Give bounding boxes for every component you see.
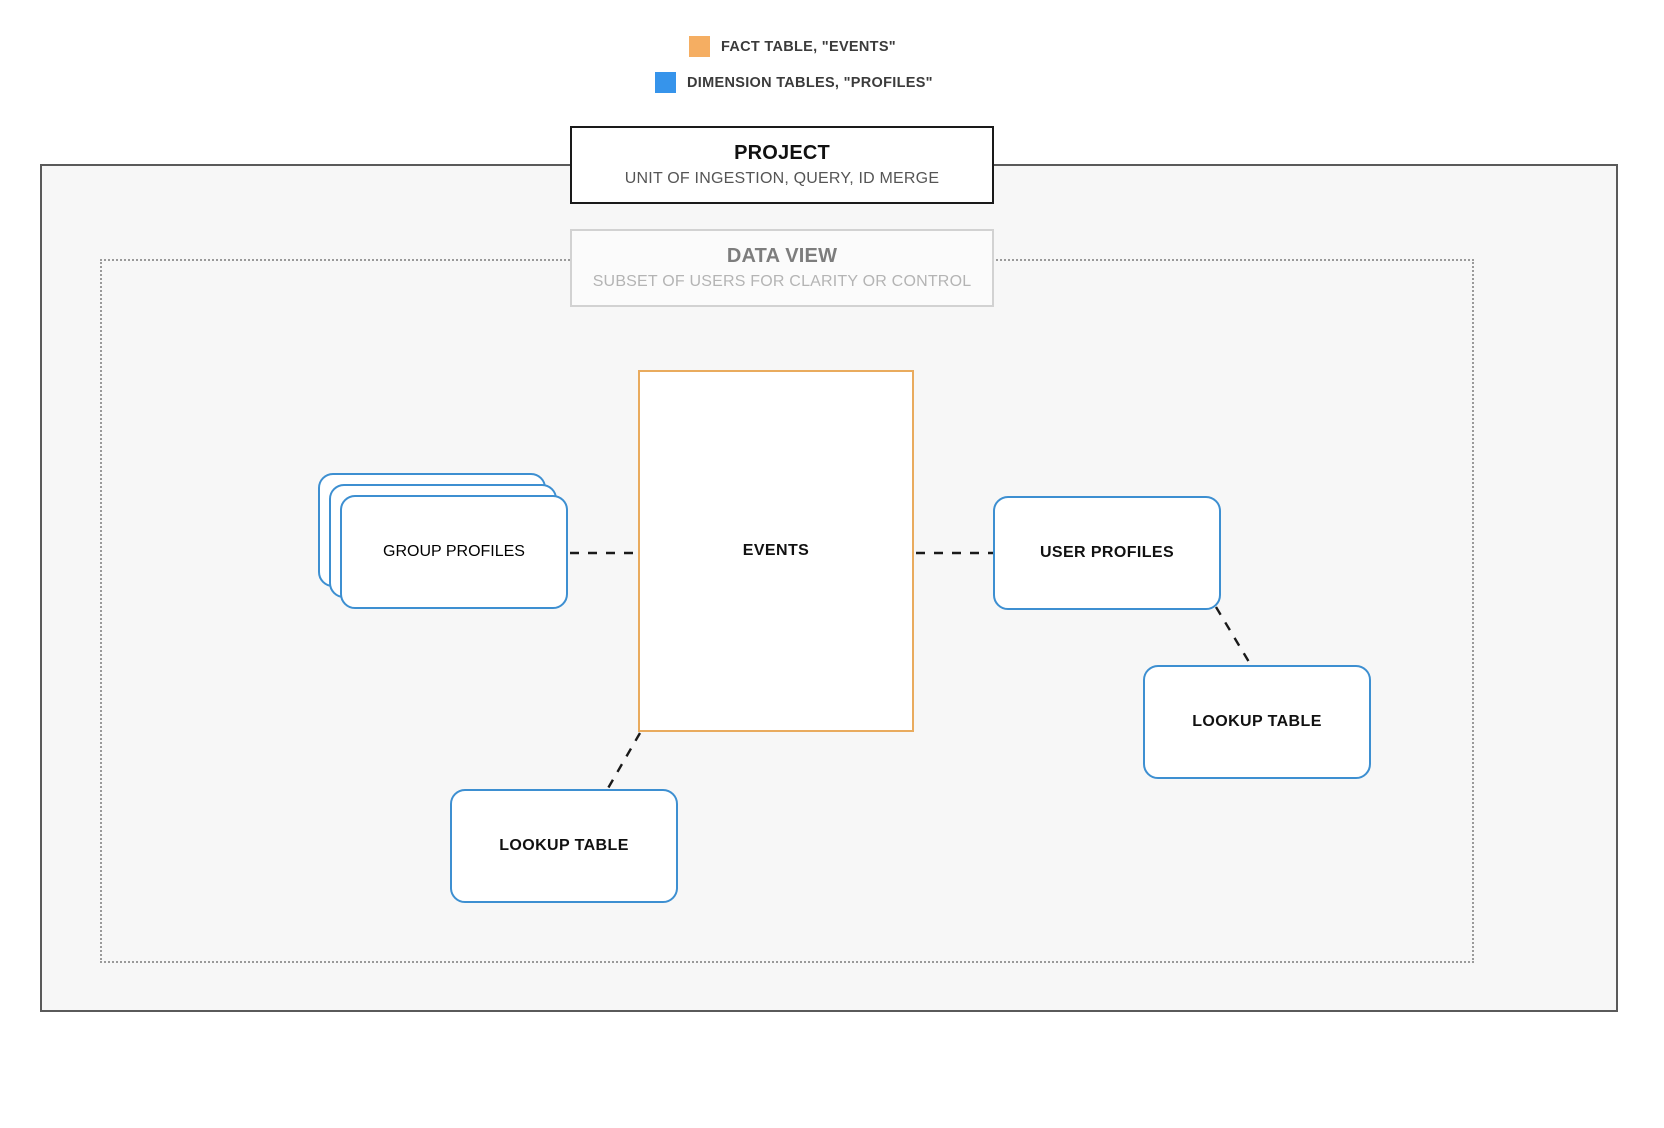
node-events: EVENTS	[638, 370, 914, 732]
node-group-profiles: GROUP PROFILES	[318, 473, 568, 609]
node-user-profiles: USER PROFILES	[993, 496, 1221, 610]
node-user-profiles-label: USER PROFILES	[1039, 544, 1175, 561]
legend-label-fact-table: FACT TABLE, "EVENTS"	[721, 38, 896, 55]
data-view-header-box: DATA VIEW SUBSET OF USERS FOR CLARITY OR…	[570, 229, 994, 307]
legend-item-dimension-tables: DIMENSION TABLES, "PROFILES"	[655, 72, 933, 93]
node-events-label: EVENTS	[742, 542, 810, 559]
node-group-profiles-card-front: GROUP PROFILES	[340, 495, 568, 609]
square-swatch-icon	[689, 36, 710, 57]
node-lookup-table-right-label: LOOKUP TABLE	[1192, 713, 1322, 730]
data-view-title: DATA VIEW	[726, 245, 838, 267]
legend-item-fact-table: FACT TABLE, "EVENTS"	[689, 36, 896, 57]
project-title: PROJECT	[734, 142, 830, 164]
node-lookup-table-left: LOOKUP TABLE	[450, 789, 678, 903]
data-view-subtitle: SUBSET OF USERS FOR CLARITY OR CONTROL	[592, 273, 972, 290]
square-swatch-icon	[655, 72, 676, 93]
project-subtitle: UNIT OF INGESTION, QUERY, ID MERGE	[624, 170, 940, 187]
project-header-box: PROJECT UNIT OF INGESTION, QUERY, ID MER…	[570, 126, 994, 204]
node-lookup-table-right: LOOKUP TABLE	[1143, 665, 1371, 779]
node-group-profiles-label: GROUP PROFILES	[383, 543, 525, 560]
node-lookup-table-left-label: LOOKUP TABLE	[499, 837, 629, 854]
legend-label-dimension-tables: DIMENSION TABLES, "PROFILES"	[687, 74, 933, 91]
